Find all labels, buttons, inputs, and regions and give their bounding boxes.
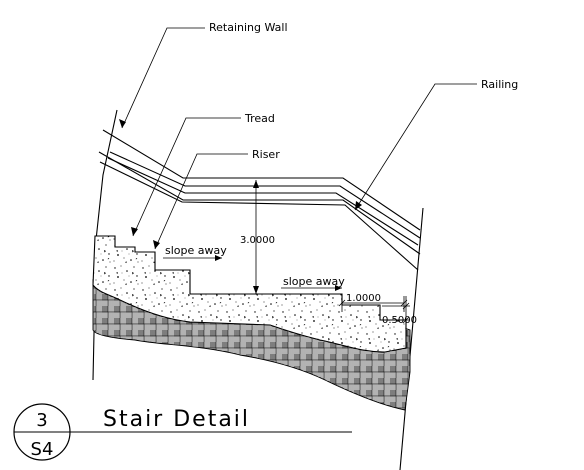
label-railing: Railing (481, 78, 518, 91)
detail-title: Stair Detail (103, 407, 250, 432)
sheet-number: S4 (31, 439, 54, 460)
dimension-rail-height (253, 180, 259, 294)
dimension-riser (382, 296, 410, 332)
detail-number: 3 (36, 410, 47, 431)
railing-lines (99, 151, 424, 470)
title-block: 3 S4 Stair Detail (13, 403, 352, 461)
leader-lines (119, 27, 477, 291)
label-tread: Tread (244, 112, 275, 125)
label-riser: Riser (252, 148, 280, 161)
dim-riser-height: 0.5000 (382, 315, 417, 326)
label-retaining-wall: Retaining Wall (209, 21, 288, 34)
dim-rail-height: 3.0000 (240, 235, 275, 246)
label-slope-away-1: slope away (165, 244, 227, 257)
label-slope-away-2: slope away (283, 275, 345, 288)
concrete-stair (92, 235, 407, 353)
dim-tread-depth: 1.0000 (346, 293, 381, 304)
dimension-tread (338, 296, 408, 312)
